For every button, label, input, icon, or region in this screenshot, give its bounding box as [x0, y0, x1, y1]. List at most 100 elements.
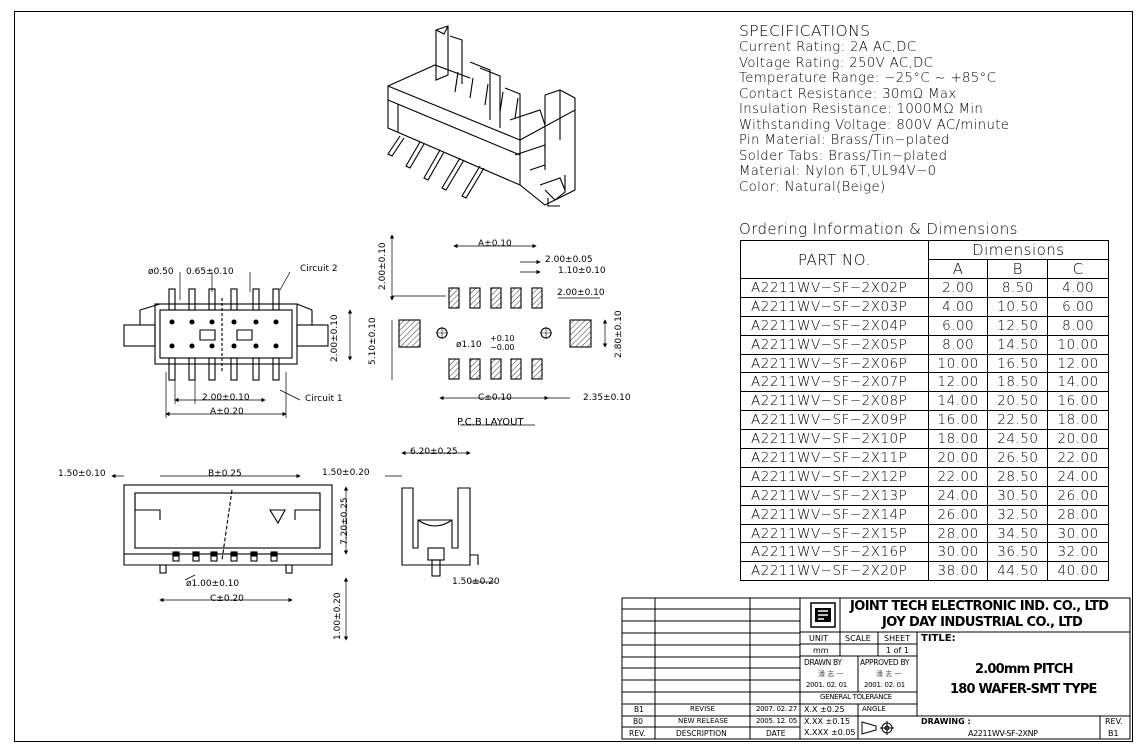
pin	[168, 357, 176, 381]
pin	[272, 288, 280, 311]
dim-pin-width: 0.65±0.10	[186, 267, 234, 277]
tolerance-1: X.X ±0.25	[804, 705, 845, 714]
approved-by-name: 潘 志 一	[876, 670, 902, 678]
pcb-pad	[490, 287, 502, 309]
drawn-by-name: 潘 志 一	[818, 670, 844, 678]
title-label: TITLE:	[921, 633, 956, 644]
revision-rev: B0	[633, 717, 643, 726]
revision-date: 2007. 02. 27	[756, 705, 797, 713]
front-pin-contact	[193, 551, 199, 557]
dim-side-top: 1.50±0.20	[322, 468, 370, 478]
sheet-border	[14, 11, 1133, 742]
dim-c-cell: 4.00	[1047, 278, 1109, 298]
pin-contact	[209, 319, 215, 325]
dim-b-cell: 8.50	[987, 278, 1049, 298]
front-pin-contact	[251, 551, 257, 557]
dim-a: A±0.20	[210, 407, 244, 417]
part-number-cell: A2211WV−SF−2X11P	[740, 448, 929, 468]
rev-value: B1	[1108, 729, 1119, 738]
dim-a-cell: 38.00	[927, 561, 989, 582]
pin	[252, 357, 260, 381]
header-rev: REV.	[629, 729, 646, 738]
pcb-pad	[531, 287, 543, 309]
dim-c-cell: 6.00	[1047, 296, 1109, 317]
part-number-cell: A2211WV−SF−2X12P	[740, 466, 929, 487]
col-b-header: B	[987, 259, 1049, 279]
pin	[230, 357, 238, 381]
pin-contact	[273, 319, 279, 325]
spec-list: Current Rating: 2A AC,DC Voltage Rating:…	[739, 40, 1009, 195]
dim-a-cell: 24.00	[927, 485, 989, 506]
drawing-number: A2211WV-SF-2XNP	[968, 729, 1038, 738]
front-pin-contact	[211, 551, 217, 557]
dim-front-c: C±0.20	[210, 594, 244, 604]
pin-contact	[273, 343, 279, 349]
pin-contact	[169, 319, 175, 325]
pin-contact	[253, 343, 259, 349]
front-view	[123, 484, 333, 574]
dim-pin-diameter: ø0.50	[148, 267, 174, 277]
dim-a-cell: 6.00	[927, 315, 989, 336]
label-circuit-1: Circuit 1	[305, 394, 343, 404]
dim-c-cell: 16.00	[1047, 391, 1109, 412]
rev-label: REV.	[1105, 717, 1123, 726]
dim-b-cell: 24.50	[987, 429, 1049, 450]
dim-a-cell: 4.00	[927, 296, 989, 317]
pin	[168, 288, 176, 311]
pcb-pad	[490, 358, 502, 380]
revision-date: 2005. 12. 05	[756, 717, 797, 725]
col-part-header: PART NO.	[740, 240, 929, 279]
spec-line: Voltage Rating: 250V AC,DC	[739, 55, 934, 71]
dim-front-side: 1.50±0.10	[58, 469, 106, 479]
pin	[188, 288, 196, 311]
dim-b-cell: 20.50	[987, 391, 1049, 412]
pcb-pad	[448, 287, 460, 309]
dim-pcb-c: C±0.10	[478, 393, 512, 403]
dim-pcb-edge: 2.35±0.10	[583, 393, 631, 403]
dim-a-cell: 18.00	[927, 429, 989, 450]
dim-b-cell: 26.50	[987, 448, 1049, 468]
pin-contact	[169, 343, 175, 349]
dim-front-hole: ø1.00±0.10	[186, 579, 240, 589]
part-number-cell: A2211WV−SF−2X06P	[740, 353, 929, 374]
dim-pcb-tab-width: 2.00±0.10	[557, 288, 605, 298]
pcb-pad	[531, 358, 543, 380]
front-pin-contact	[231, 551, 237, 557]
dim-c-cell: 10.00	[1047, 334, 1109, 355]
dim-a-cell: 22.00	[927, 466, 989, 487]
sheet-value: 1 of 1	[886, 646, 909, 655]
part-number-cell: A2211WV−SF−2X05P	[740, 334, 929, 355]
front-pin-contact	[271, 551, 277, 557]
dim-pcb-hole-tol-minus: −0.00	[490, 343, 515, 352]
dim-a-cell: 26.00	[927, 504, 989, 525]
title-line-2: 180 WAFER-SMT TYPE	[950, 682, 1097, 697]
dim-c-cell: 18.00	[1047, 410, 1109, 431]
spec-line: Temperature Range: −25°C ~ +85°C	[739, 71, 997, 86]
pin-contact	[189, 319, 195, 325]
dim-b-cell: 18.50	[987, 372, 1049, 393]
pin-contact	[189, 343, 195, 349]
dim-c-cell: 12.00	[1047, 353, 1109, 374]
part-number-cell: A2211WV−SF−2X15P	[740, 523, 929, 544]
col-c-header: C	[1047, 259, 1109, 279]
tolerance-2: X.XX ±0.15	[804, 717, 851, 726]
ordering-table: PART NO. Dimensions A B C A2211WV−SF−2X0…	[740, 240, 1110, 582]
part-number-cell: A2211WV−SF−2X13P	[740, 485, 929, 506]
pcb-pad	[510, 358, 522, 380]
dim-b-cell: 10.50	[987, 296, 1049, 317]
dim-pcb-a: A±0.10	[478, 239, 512, 249]
general-tolerance-label: GENERAL TOLERANCE	[820, 693, 892, 701]
revision-rev: B1	[634, 705, 644, 714]
pin	[208, 357, 216, 381]
